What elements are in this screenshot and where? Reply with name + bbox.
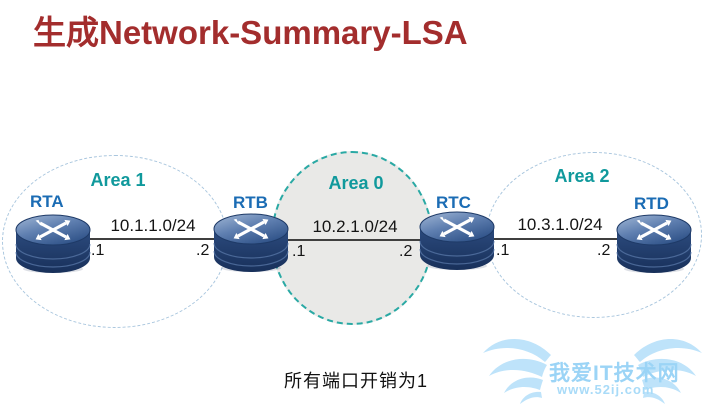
- network-label-2: 10.2.1.0/24: [312, 217, 398, 236]
- watermark: 我爱IT技术网 www.52ij.com: [481, 331, 704, 406]
- router-icon-rta: [14, 213, 92, 274]
- link2-right-ip: .2: [399, 243, 413, 260]
- link-rtb-rtc: [286, 239, 422, 241]
- area-0-label: Area 0: [328, 173, 384, 193]
- link2-left-ip: .1: [292, 243, 306, 260]
- router-rtd-label: RTD: [634, 194, 669, 213]
- watermark-site-name: 我爱IT技术网: [549, 362, 680, 385]
- link1-left-ip: .1: [91, 242, 105, 259]
- page-title: 生成Network-Summary-LSA: [33, 14, 468, 51]
- cost-note: 所有端口开销为1: [284, 371, 429, 391]
- link-rtc-rtd: [490, 238, 618, 240]
- link3-right-ip: .2: [597, 242, 611, 259]
- network-label-1: 10.1.1.0/24: [110, 216, 196, 235]
- link-rta-rtb: [90, 238, 215, 240]
- router-icon-rtd: [615, 213, 693, 274]
- network-label-3: 10.3.1.0/24: [517, 215, 603, 234]
- router-rtb-label: RTB: [233, 193, 268, 212]
- router-rta-label: RTA: [30, 192, 64, 211]
- link1-right-ip: .2: [196, 242, 210, 259]
- area-2-label: Area 2: [554, 166, 610, 186]
- router-icon-rtc: [418, 210, 496, 271]
- area-1-label: Area 1: [90, 170, 146, 190]
- area-0-ellipse: [271, 151, 433, 325]
- link3-left-ip: .1: [496, 242, 510, 259]
- router-rtc-label: RTC: [436, 193, 471, 212]
- router-icon-rtb: [212, 212, 290, 273]
- watermark-site-url: www.52ij.com: [557, 382, 655, 397]
